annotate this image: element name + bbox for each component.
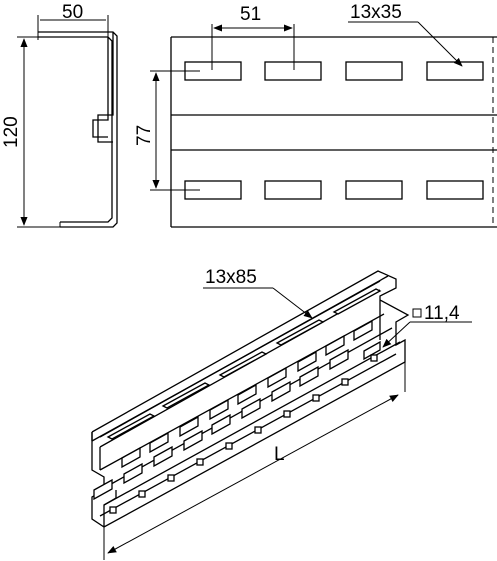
slot-upper-3 [345, 61, 403, 81]
slot-lower-2 [264, 180, 322, 200]
iso-top-slot [106, 413, 156, 440]
length-label: L [274, 444, 285, 465]
length-dim-line [107, 394, 399, 554]
dim-77-label: 77 [134, 125, 155, 146]
square-symbol-icon [412, 308, 422, 318]
square-hole-size-label: 11,4 [424, 303, 460, 324]
iso-square-hole [312, 394, 320, 402]
isometric-view: 13x85 11,4 L [91, 267, 472, 560]
iso-top-slot [161, 382, 211, 409]
square-hole-leader [382, 321, 411, 348]
iso-web-slot [123, 462, 143, 485]
iso-square-hole [225, 442, 233, 450]
iso-square-hole [254, 426, 262, 434]
iso-web-slot [153, 445, 173, 468]
iso-web-slot [179, 415, 199, 438]
profile-section-view: 50 120 [1, 2, 118, 228]
iso-square-hole [283, 410, 291, 418]
dim-120-label: 120 [1, 116, 22, 148]
iso-web-slot [237, 383, 257, 406]
slot-front-size-label: 13x35 [350, 2, 402, 23]
iso-web-slot [297, 350, 317, 373]
front-view: 51 13x35 77 [134, 2, 497, 228]
iso-web-slot [183, 429, 203, 452]
iso-web-slot [363, 340, 381, 361]
iso-web-slot [267, 366, 287, 389]
iso-top-slot [275, 319, 325, 346]
iso-web-slot [325, 334, 345, 357]
iso-web-bottom [103, 341, 401, 506]
slot-front-leader [417, 21, 463, 67]
slot-top-size-label: 13x85 [205, 267, 257, 288]
dim-50-label: 50 [62, 2, 83, 23]
iso-top-slot [332, 288, 382, 315]
slot-top-leader [272, 287, 313, 319]
iso-square-hole [167, 474, 175, 482]
profile-outline [38, 31, 118, 228]
slot-lower-3 [345, 180, 403, 200]
iso-web-slot [353, 319, 373, 342]
dim-51-label: 51 [240, 4, 261, 25]
iso-square-hole [370, 354, 378, 362]
iso-square-hole [341, 378, 349, 386]
iso-web-slot [149, 431, 169, 454]
iso-web-slot [211, 413, 231, 436]
slot-lower-4 [426, 180, 484, 200]
iso-web-slot [241, 397, 261, 420]
iso-outline [91, 270, 410, 528]
iso-top-slot [218, 351, 268, 378]
iso-web-slot [121, 446, 141, 469]
iso-square-hole [138, 490, 146, 498]
iso-web-slot [271, 380, 291, 403]
iso-web-slot [209, 398, 229, 421]
iso-square-hole [196, 458, 204, 466]
slot-upper-4 [426, 61, 484, 81]
slot-upper-2 [264, 61, 322, 81]
iso-web-slot [299, 365, 319, 388]
iso-web-slot [329, 348, 349, 371]
iso-web-slot [93, 478, 113, 501]
iso-square-hole [109, 506, 117, 514]
